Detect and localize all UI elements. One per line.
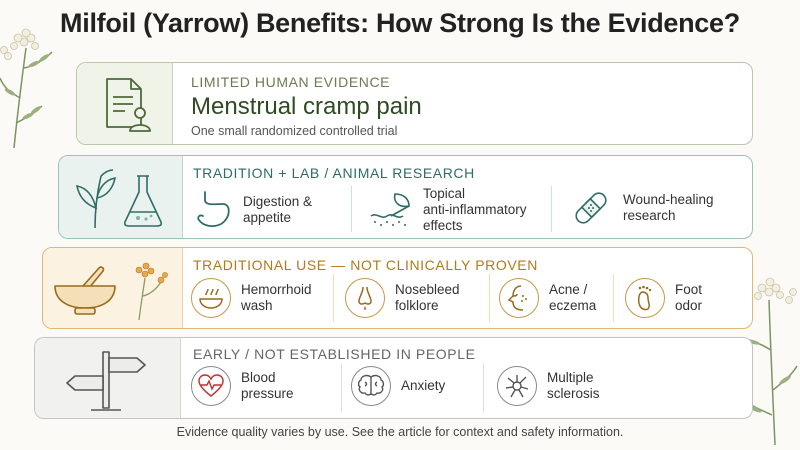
evidence-item: Hemorrhoid wash — [191, 278, 312, 318]
evidence-item: Acne / eczema — [499, 278, 596, 318]
evidence-title: Menstrual cramp pain — [191, 93, 422, 120]
section-heading: TRADITION + LAB / ANIMAL RESEARCH — [193, 165, 475, 181]
item-label: Wound-healing research — [623, 192, 714, 223]
skin-leaf-icon — [370, 193, 410, 226]
neuron-icon — [497, 366, 537, 406]
evidence-item: Digestion & appetite — [195, 190, 312, 230]
tradition-lab-card: TRADITION + LAB / ANIMAL RESEARCH Digest… — [58, 155, 753, 239]
card-icon-band — [35, 338, 181, 418]
card-icon-band — [77, 63, 173, 144]
bandage-icon — [575, 192, 607, 224]
divider — [483, 364, 484, 412]
evidence-item: Multiple sclerosis — [497, 366, 600, 406]
stomach-icon — [197, 191, 230, 227]
card-icon-band — [43, 248, 183, 328]
divider — [613, 274, 614, 322]
foot-icon — [625, 278, 665, 318]
nose-icon — [345, 278, 385, 318]
evidence-item: Foot odor — [625, 278, 702, 318]
face-icon — [499, 278, 539, 318]
yarrow-plant-icon — [0, 28, 53, 148]
divider — [351, 186, 352, 232]
divider — [333, 274, 334, 322]
footer-note: Evidence quality varies by use. See the … — [176, 425, 624, 439]
item-label: Acne / eczema — [549, 282, 597, 313]
brain-icon — [351, 366, 391, 406]
evidence-item: Blood pressure — [191, 366, 294, 406]
lab-flask-icon — [123, 175, 163, 227]
section-heading: TRADITIONAL USE — NOT CLINICALLY PROVEN — [193, 257, 538, 273]
item-label: Topical anti-inflammatory effects — [423, 186, 527, 233]
item-label: Digestion & appetite — [243, 194, 313, 225]
evidence-item: Nosebleed folklore — [345, 278, 460, 318]
signpost-icon — [66, 351, 146, 411]
traditional-use-card: TRADITIONAL USE — NOT CLINICALLY PROVEN … — [42, 247, 753, 329]
evidence-item: Topical anti-inflammatory effects — [369, 186, 527, 234]
evidence-item: Anxiety — [351, 366, 445, 406]
item-label: Hemorrhoid wash — [241, 282, 312, 313]
section-heading: LIMITED HUMAN EVIDENCE — [191, 74, 391, 90]
mortar-pestle-icon — [54, 266, 116, 315]
section-heading: EARLY / NOT ESTABLISHED IN PEOPLE — [193, 346, 476, 362]
limited-evidence-card: LIMITED HUMAN EVIDENCE Menstrual cramp p… — [76, 62, 753, 145]
evidence-subtitle: One small randomized controlled trial — [191, 124, 398, 138]
divider — [341, 364, 342, 412]
item-label: Nosebleed folklore — [395, 282, 460, 313]
heart-pulse-icon — [191, 366, 231, 406]
card-icon-band — [59, 156, 183, 238]
item-label: Blood pressure — [241, 370, 294, 401]
item-label: Foot odor — [675, 282, 703, 313]
document-person-icon — [106, 78, 151, 132]
page-title: Milfoil (Yarrow) Benefits: How Strong Is… — [60, 8, 740, 38]
evidence-item: Wound-healing research — [571, 188, 714, 228]
yarrow-flower-icon — [135, 262, 168, 320]
early-evidence-card: EARLY / NOT ESTABLISHED IN PEOPLE Blood … — [34, 337, 753, 419]
divider — [489, 274, 490, 322]
divider — [551, 186, 552, 232]
herb-leaves-icon — [75, 169, 117, 228]
item-label: Anxiety — [401, 378, 446, 393]
bowl-wash-icon — [191, 278, 231, 318]
item-label: Multiple sclerosis — [547, 370, 600, 401]
